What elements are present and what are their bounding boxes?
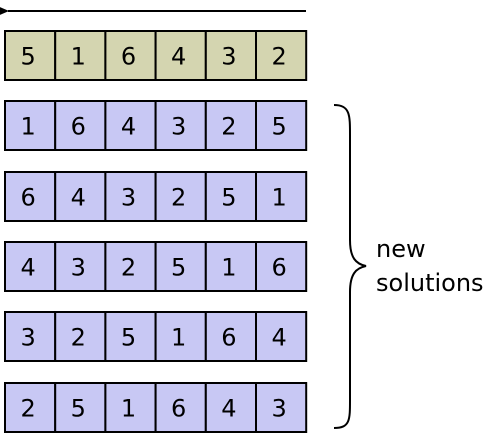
rotation-row-3: 4 3 2 5 1 6 <box>4 241 308 292</box>
sequence-cell <box>255 382 308 433</box>
sequence-cell <box>255 100 308 151</box>
sequence-cell-value: 3 <box>171 113 186 141</box>
sequence-cell-value: 4 <box>171 43 186 71</box>
sequence-cell-value: 3 <box>121 184 136 212</box>
sequence-cell <box>204 171 258 222</box>
sequence-cell-value: 2 <box>121 254 136 282</box>
sequence-cell-value: 3 <box>271 395 286 423</box>
sequence-cell <box>204 382 258 433</box>
sequence-cell <box>104 171 157 222</box>
sequence-cell <box>154 100 207 151</box>
sequence-cell-value: 5 <box>121 324 136 352</box>
sequence-cell-value: 3 <box>20 324 35 352</box>
sequence-cell <box>104 30 157 81</box>
sequence-cell <box>54 171 107 222</box>
sequence-cell-value: 4 <box>121 113 136 141</box>
sequence-cell-value: 3 <box>71 254 86 282</box>
brace-label-line1: new <box>376 235 426 263</box>
sequence-cell-value: 4 <box>20 254 35 282</box>
sequence-cell <box>204 311 258 362</box>
sequence-cell <box>204 100 258 151</box>
sequence-cell-value: 4 <box>271 324 286 352</box>
rotation-row-4: 3 2 5 1 6 4 <box>4 311 308 362</box>
sequence-cell <box>4 241 57 292</box>
sequence-rows: 5 1 6 4 3 2 1 6 4 3 2 5 6 4 3 2 5 1 4 3 2 5 1 6 3 2 5 1 6 4 2 5 1 6 4 3 <box>4 30 308 433</box>
sequence-cell-value: 4 <box>221 395 236 423</box>
sequence-cell-value: 6 <box>221 324 236 352</box>
sequence-cell-value: 1 <box>20 113 35 141</box>
sequence-cell-value: 1 <box>271 184 286 212</box>
sequence-cell-value: 5 <box>20 43 35 71</box>
sequence-cell-value: 1 <box>221 254 236 282</box>
sequence-cell-value: 6 <box>121 43 136 71</box>
sequence-cell-value: 1 <box>121 395 136 423</box>
sequence-cell-value: 2 <box>20 395 35 423</box>
sequence-cell <box>255 30 308 81</box>
sequence-cell-value: 4 <box>71 184 86 212</box>
sequence-cell <box>54 311 107 362</box>
sequence-cell <box>255 241 308 292</box>
original-row: 5 1 6 4 3 2 <box>4 30 308 81</box>
sequence-cell-value: 5 <box>271 113 286 141</box>
sequence-cell-value: 2 <box>171 184 186 212</box>
sequence-cell-value: 2 <box>271 43 286 71</box>
sequence-cell <box>154 382 207 433</box>
sequence-cell <box>154 311 207 362</box>
sequence-cell <box>255 311 308 362</box>
sequence-cell-value: 2 <box>71 324 86 352</box>
brace-label-line2: solutions <box>376 269 484 297</box>
sequence-cell <box>154 171 207 222</box>
sequence-cell-value: 1 <box>71 43 86 71</box>
sequence-cell <box>54 241 107 292</box>
rotation-row-2: 6 4 3 2 5 1 <box>4 171 308 222</box>
sequence-cell <box>104 100 157 151</box>
sequence-cell-value: 5 <box>171 254 186 282</box>
sequence-cell-value: 6 <box>20 184 35 212</box>
sequence-cell <box>54 30 107 81</box>
sequence-cell <box>104 241 157 292</box>
sequence-cell-value: 6 <box>71 113 86 141</box>
sequence-cell-value: 3 <box>221 43 236 71</box>
sequence-cell <box>54 382 107 433</box>
rotation-row-5: 2 5 1 6 4 3 <box>4 382 308 433</box>
curly-brace <box>333 104 367 429</box>
sequence-cell-value: 6 <box>271 254 286 282</box>
sequence-cell-value: 6 <box>171 395 186 423</box>
sequence-cell <box>204 241 258 292</box>
sequence-cell-value: 2 <box>221 113 236 141</box>
sequence-cell-value: 1 <box>171 324 186 352</box>
sequence-cell-value: 5 <box>221 184 236 212</box>
sequence-cell <box>255 171 308 222</box>
sequence-cell-value: 5 <box>71 395 86 423</box>
rotation-row-1: 1 6 4 3 2 5 <box>4 100 308 151</box>
